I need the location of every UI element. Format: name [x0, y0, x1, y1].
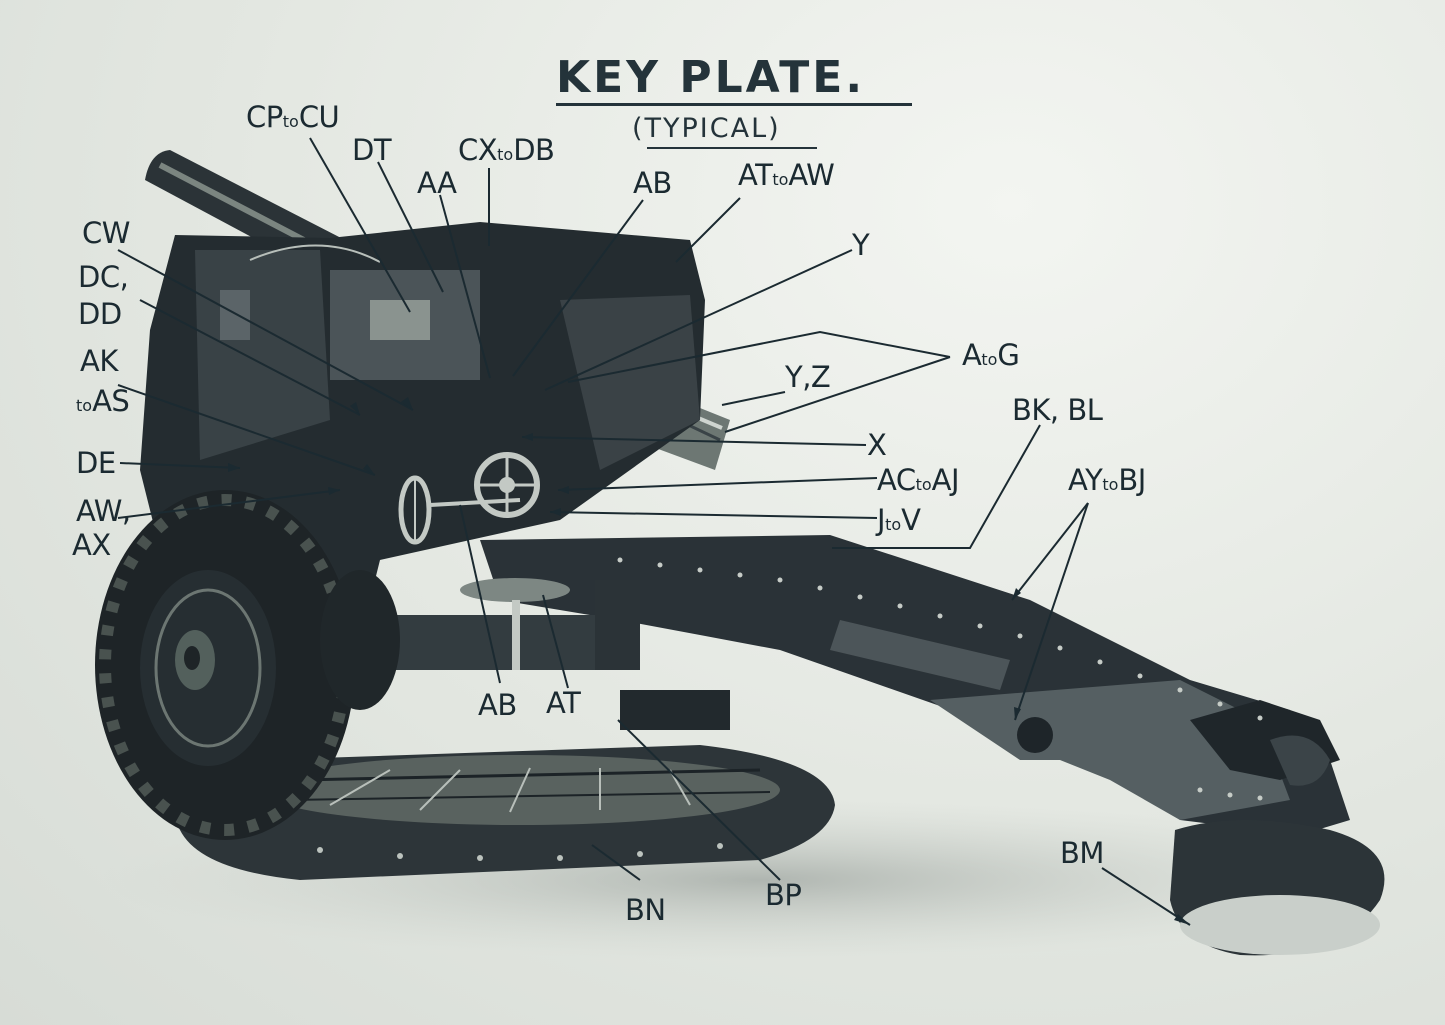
label-dt: DT: [352, 133, 392, 167]
label-bp: BP: [765, 878, 802, 912]
label-dd: DD: [78, 297, 122, 331]
label-ac-to-aj: ACtoAJ: [877, 463, 960, 497]
label-at-to-aw: ATtoAW: [738, 158, 835, 192]
page-subtitle: (TYPICAL): [632, 113, 781, 144]
lower-carriage: [360, 578, 730, 730]
trail: [480, 535, 1385, 956]
label-ax: AX: [72, 528, 111, 562]
label-ak: AK: [80, 344, 118, 378]
label-ay-to-bj: AYtoBJ: [1068, 463, 1146, 497]
label-de: DE: [76, 446, 116, 480]
label-y-z: Y,Z: [785, 360, 831, 394]
label-at: AT: [546, 686, 581, 720]
label-to-as: toAS: [76, 384, 130, 418]
label-j-to-v: JtoV: [877, 503, 921, 537]
label-cx-to-db: CXtoDB: [458, 133, 555, 167]
page-title: KEY PLATE.: [556, 52, 866, 103]
label-a-to-g: AtoG: [962, 338, 1020, 372]
label-ab-bottom: AB: [478, 688, 517, 722]
road-wheel: [95, 490, 400, 840]
label-bk-bl: BK, BL: [1012, 393, 1103, 427]
label-cw: CW: [82, 216, 130, 250]
label-aa: AA: [417, 166, 457, 200]
title-underline: [556, 103, 912, 106]
label-y: Y: [852, 228, 870, 262]
label-bm: BM: [1060, 836, 1104, 870]
traversing-handwheel: [398, 475, 521, 545]
leader-lines: [117, 137, 1191, 926]
label-x: X: [867, 428, 887, 462]
subtitle-underline: [647, 147, 817, 149]
firing-platform: [173, 745, 836, 880]
label-dc: DC,: [78, 260, 129, 294]
label-ab-top: AB: [633, 166, 672, 200]
arrowheads: [228, 397, 1190, 925]
label-aw: AW,: [76, 494, 131, 528]
elevating-handwheel: [474, 452, 540, 518]
label-bn: BN: [625, 893, 666, 927]
label-cp-to-cu: CPtoCU: [246, 100, 340, 134]
